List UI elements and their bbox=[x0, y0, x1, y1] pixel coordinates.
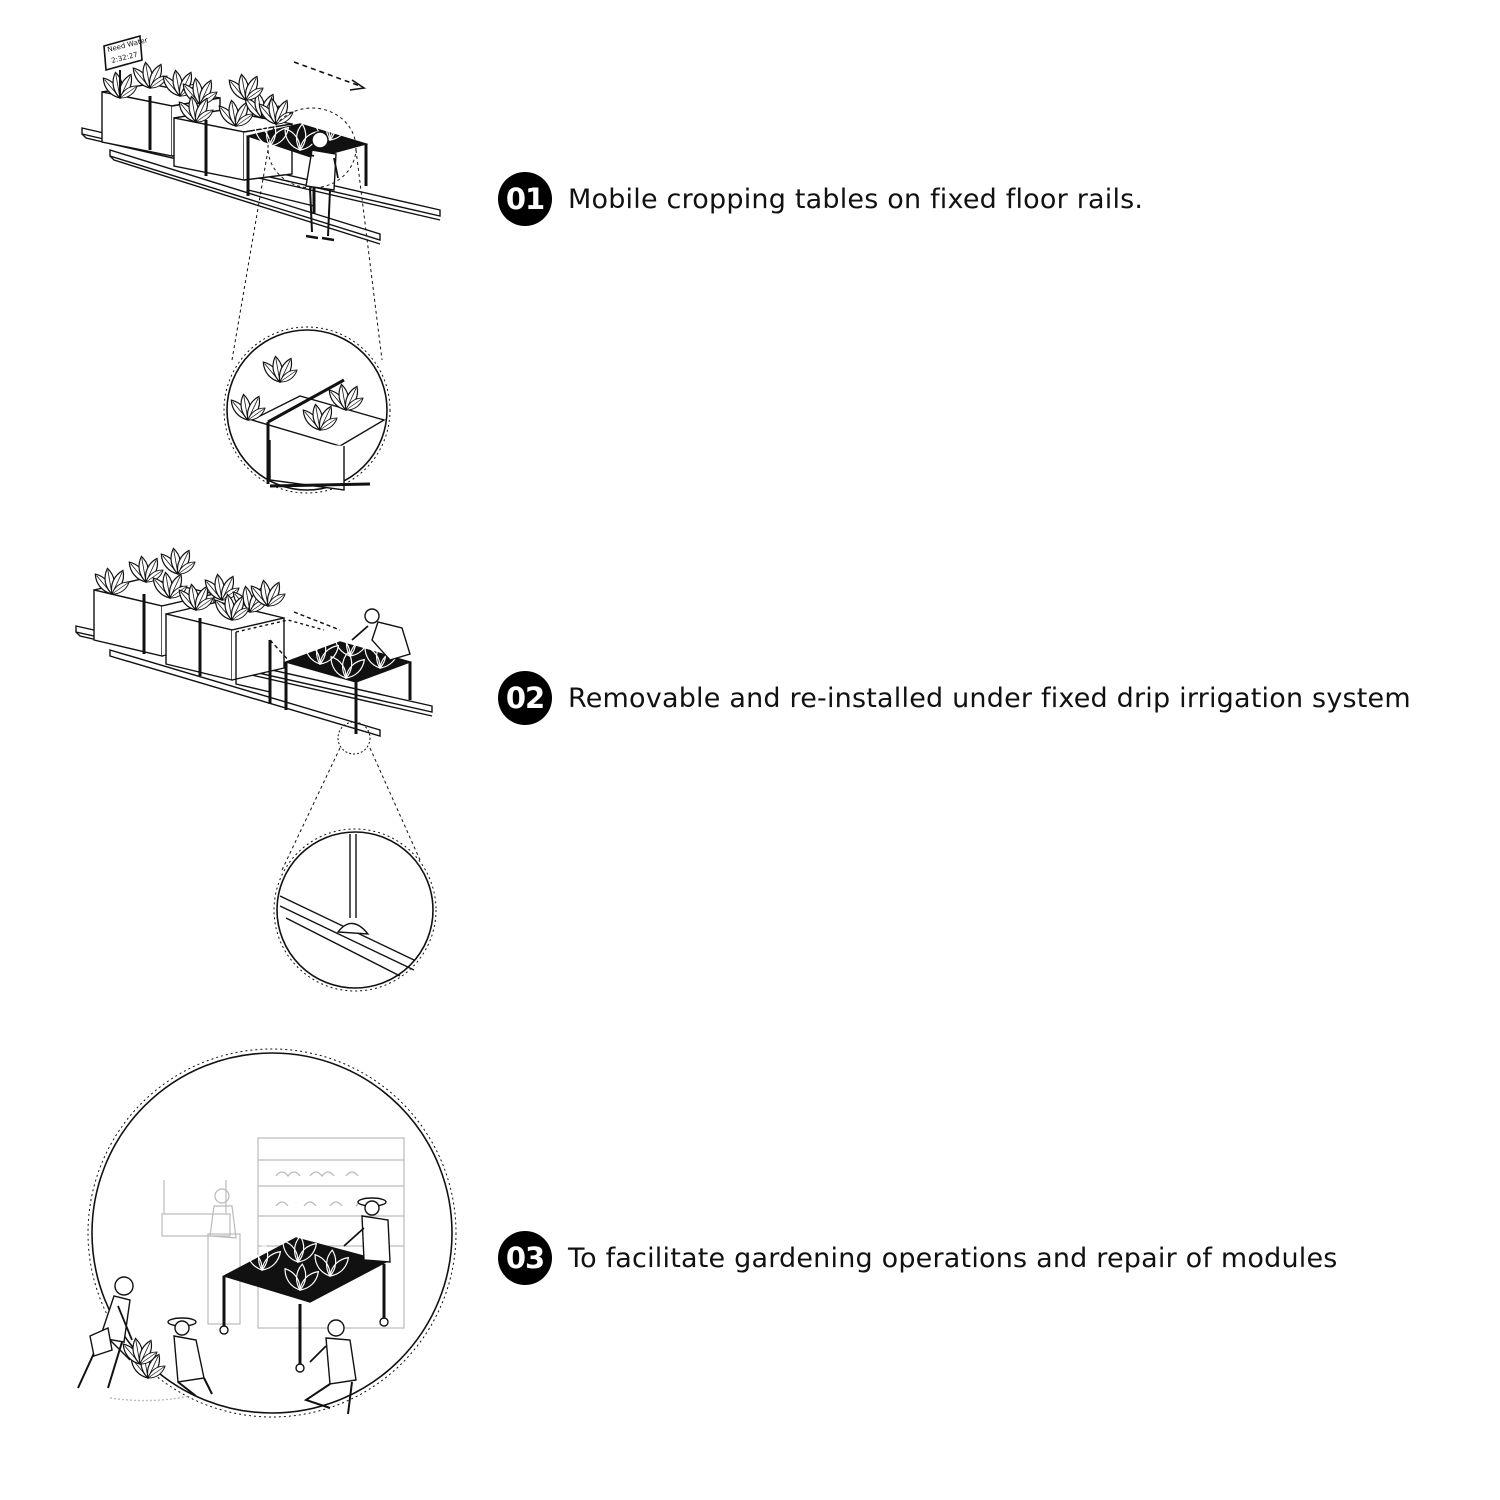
scene-dark-table bbox=[219, 1235, 389, 1373]
table-2-3-outline bbox=[235, 619, 325, 704]
step-3: 03 To facilitate gardening operations an… bbox=[498, 1231, 1338, 1285]
worker-with-hat bbox=[343, 1197, 391, 1263]
detail-zoom-1 bbox=[223, 107, 391, 494]
scene-circle bbox=[91, 1052, 453, 1414]
step-3-caption: To facilitate gardening operations and r… bbox=[568, 1242, 1338, 1274]
watering-gardener bbox=[77, 1276, 134, 1389]
step-1-caption: Mobile cropping tables on fixed floor ra… bbox=[568, 183, 1144, 215]
table-2-dark bbox=[283, 629, 413, 734]
gardener-figure bbox=[291, 131, 339, 242]
step-2: 02 Removable and re-installed under fixe… bbox=[498, 671, 1411, 725]
illustration-mobile-tables: Need Water 2:32:27 bbox=[81, 34, 441, 494]
need-water-sign: Need Water 2:32:27 bbox=[103, 34, 149, 98]
illustration-gardening-scene bbox=[77, 1048, 457, 1418]
crouching-gardener bbox=[120, 1317, 213, 1397]
worker-figure-2 bbox=[351, 608, 411, 661]
step-1-number-badge: 01 bbox=[498, 172, 552, 226]
detail-zoom-2 bbox=[273, 721, 437, 992]
kneeling-worker bbox=[303, 1319, 357, 1415]
move-arrow-2 bbox=[269, 611, 341, 663]
step-2-caption: Removable and re-installed under fixed d… bbox=[568, 682, 1411, 714]
illustration-removable-table bbox=[75, 548, 437, 992]
step-3-number-badge: 03 bbox=[498, 1231, 552, 1285]
motion-arrow bbox=[293, 61, 367, 91]
step-2-number-badge: 02 bbox=[498, 671, 552, 725]
step-1: 01 Mobile cropping tables on fixed floor… bbox=[498, 172, 1143, 226]
